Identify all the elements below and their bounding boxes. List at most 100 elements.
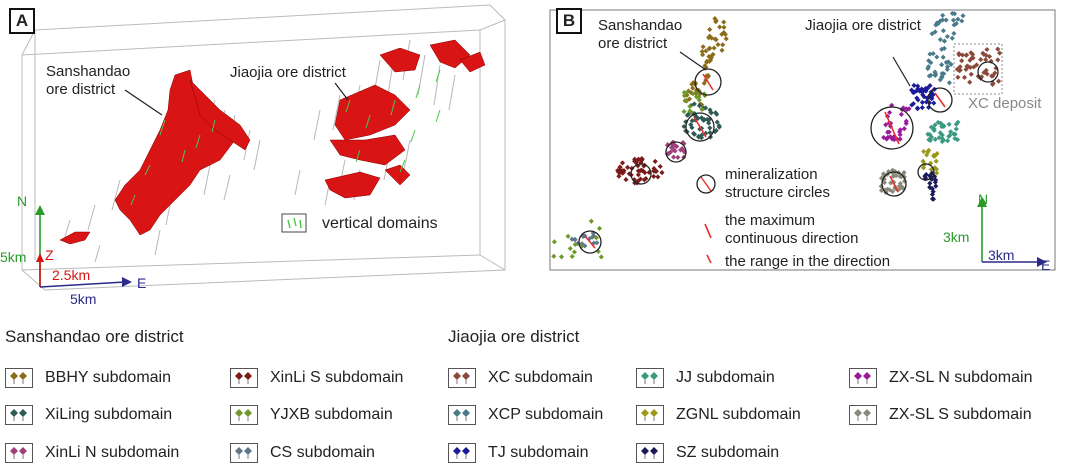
subdomain-marker-icon xyxy=(235,372,252,384)
jiaojia-orebody xyxy=(324,39,486,199)
legend-range-label: the range in the direction xyxy=(725,253,891,270)
panel-b-scale-e: 3km xyxy=(988,247,1015,263)
legend-label: XC subdomain xyxy=(488,369,593,386)
sanshandao-orebody xyxy=(59,69,251,245)
panel-b-axes xyxy=(977,197,1047,267)
legend-swatch xyxy=(849,368,877,388)
legend-item: TJ subdomain xyxy=(448,441,589,465)
legend-label: XinLi S subdomain xyxy=(270,369,404,386)
legend-circles-label: mineralization structure circles xyxy=(725,166,831,201)
panel-a-tag: A xyxy=(9,8,35,34)
legend-item: XC subdomain xyxy=(448,366,593,390)
panel-a-scale-z: 2.5km xyxy=(52,267,91,283)
panel-a-jiaojia-label: Jiaojia ore district xyxy=(230,64,346,81)
panel-b-axis-e: E xyxy=(1041,257,1051,273)
panel-a-scale-n: 5km xyxy=(0,249,27,265)
subdomain-marker-icon xyxy=(453,409,470,421)
subdomain-marker-icon xyxy=(235,447,252,459)
sample-point xyxy=(952,135,958,142)
legend-item: XinLi N subdomain xyxy=(5,441,179,465)
legend-label: JJ subdomain xyxy=(676,369,775,386)
legend-item: XCP subdomain xyxy=(448,403,603,427)
legend-swatch xyxy=(448,405,476,425)
sample-point xyxy=(715,42,721,48)
legend-label: TJ subdomain xyxy=(488,444,589,461)
sample-point xyxy=(707,130,713,136)
sample-point xyxy=(681,123,687,130)
panel-b-jiaojia-label: Jiaojia ore district xyxy=(805,17,921,34)
panel-a-axis-e: E xyxy=(137,275,147,291)
legend-item: SZ subdomain xyxy=(636,441,779,465)
vertical-domains-swatch-marks xyxy=(287,217,302,229)
subdomain-marker-icon xyxy=(641,409,658,421)
panel-b-sanshandao-label: Sanshandao ore district xyxy=(598,17,683,52)
panel-b-axis-n: N xyxy=(978,191,989,207)
sample-point xyxy=(651,165,657,172)
legend-label: XiLing subdomain xyxy=(45,406,173,423)
legend-item: XinLi S subdomain xyxy=(230,366,403,390)
sanshandao-leader-a xyxy=(124,89,163,116)
sample-point xyxy=(939,135,945,141)
sample-point xyxy=(925,131,931,137)
panel-b-canvas xyxy=(549,9,1056,271)
legend-label: ZX-SL N subdomain xyxy=(889,369,1033,386)
legend-item: JJ subdomain xyxy=(636,366,775,390)
legend-item: YJXB subdomain xyxy=(230,403,393,427)
panel-b-tag: B xyxy=(556,8,582,34)
legend-label: XCP subdomain xyxy=(488,406,604,423)
sample-point xyxy=(569,236,575,242)
sample-point xyxy=(924,152,930,158)
legend-label: ZGNL subdomain xyxy=(676,406,801,423)
legend-swatch xyxy=(636,368,664,388)
panel-a-axes xyxy=(35,205,132,288)
legend-swatch xyxy=(448,368,476,388)
legend-swatch xyxy=(5,368,33,388)
legend-label: ZX-SL S subdomain xyxy=(889,406,1032,423)
sample-point xyxy=(929,196,936,202)
sanshandao-leader-b xyxy=(679,51,707,71)
legend-label: CS subdomain xyxy=(270,444,375,461)
subdomain-marker-icon xyxy=(235,409,252,421)
sample-point xyxy=(598,254,604,260)
sample-point xyxy=(719,47,725,53)
sample-point xyxy=(623,177,629,183)
legend-swatch xyxy=(5,405,33,425)
max-direction-lines xyxy=(584,73,946,249)
sample-point xyxy=(686,96,693,102)
sample-point xyxy=(928,124,934,130)
xc-deposit-box xyxy=(953,43,1003,95)
legend-sanshandao-title: Sanshandao ore district xyxy=(5,327,184,346)
legend-swatch xyxy=(230,443,258,463)
legend-label: XinLi N subdomain xyxy=(45,444,180,461)
legend-item: ZX-SL S subdomain xyxy=(849,403,1032,427)
subdomain-marker-icon xyxy=(641,447,658,459)
xc-deposit-label: XC deposit xyxy=(968,95,1042,112)
panel-a-sanshandao-label: Sanshandao ore district xyxy=(46,63,131,98)
sample-point xyxy=(721,24,727,30)
subdomain-marker-icon xyxy=(641,372,658,384)
legend-label: YJXB subdomain xyxy=(270,406,393,423)
legend-label: BBHY subdomain xyxy=(45,369,171,386)
legend-max-direction-symbol xyxy=(704,223,712,239)
legend-item: ZGNL subdomain xyxy=(636,403,801,427)
subdomain-marker-icon xyxy=(10,447,27,459)
subdomain-marker-icon xyxy=(854,409,871,421)
subdomain-marker-icon xyxy=(453,372,470,384)
legend-jiaojia-title: Jiaojia ore district xyxy=(448,327,580,346)
vertical-domains-label: vertical domains xyxy=(322,215,438,232)
jiaojia-green-domains xyxy=(345,69,441,173)
legend-item: BBHY subdomain xyxy=(5,366,171,390)
legend-swatch xyxy=(448,443,476,463)
panel-b-scale-n: 3km xyxy=(943,229,970,245)
mineralization-circles xyxy=(578,61,999,254)
legend-circle-symbol xyxy=(696,174,716,194)
legend-item: CS subdomain xyxy=(230,441,375,465)
sample-point xyxy=(679,146,685,152)
sample-point xyxy=(887,187,893,193)
legend-swatch xyxy=(5,443,33,463)
legend-item: XiLing subdomain xyxy=(5,403,172,427)
sample-point xyxy=(927,184,933,190)
legend-item: ZX-SL N subdomain xyxy=(849,366,1032,390)
subdomain-marker-icon xyxy=(854,372,871,384)
legend-range-symbol xyxy=(706,254,712,264)
